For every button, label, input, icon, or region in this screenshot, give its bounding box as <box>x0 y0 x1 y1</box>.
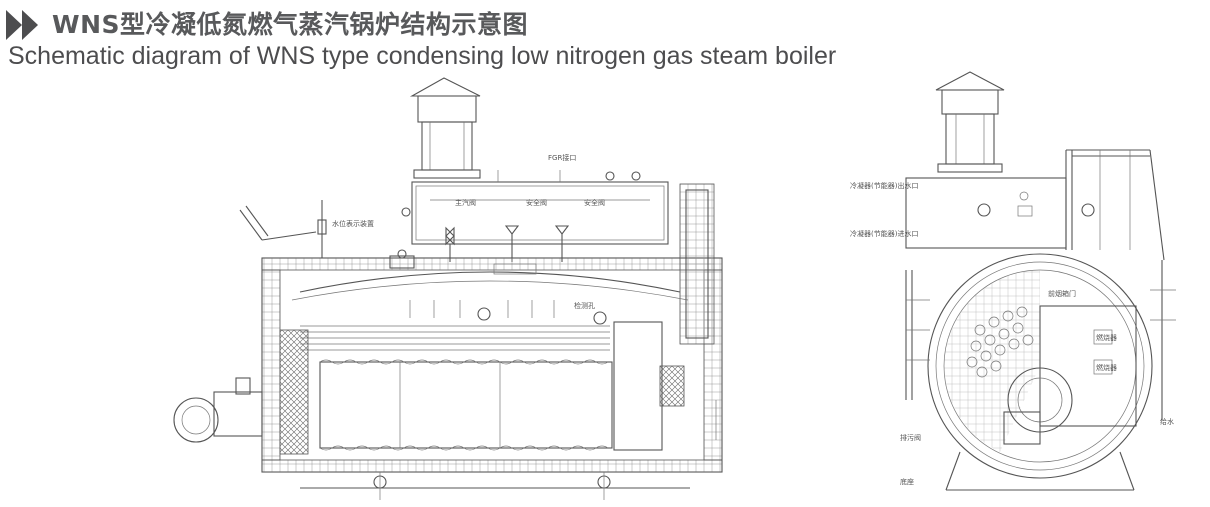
label-base: 底座 <box>900 477 914 486</box>
front-view: 冷凝器(节能器)出水口 冷凝器(节能器)进水口 前烟箱门 燃烧器 燃烧器 <box>850 71 1176 491</box>
label-feed: 给水 <box>1160 417 1174 426</box>
label-safety-valve-1: 安全阀 <box>526 198 547 207</box>
label-water-in: 冷凝器(节能器)进水口 <box>850 229 918 238</box>
water-level-gauge: 水位表示装置 <box>239 200 374 258</box>
rear-flue <box>679 183 715 345</box>
label-level-gauge: 水位表示装置 <box>332 219 374 228</box>
boiler-casing <box>261 257 723 473</box>
double-chevron-icon <box>6 10 38 40</box>
label-sight-hole: 检测孔 <box>574 301 595 310</box>
title-chinese: WNS型冷凝低氮燃气蒸汽锅炉结构示意图 <box>52 10 529 39</box>
header: WNS型冷凝低氮燃气蒸汽锅炉结构示意图 Schematic diagram of… <box>6 8 906 72</box>
furnace <box>319 359 613 451</box>
chimney <box>409 77 481 179</box>
tube-plate <box>966 306 1034 378</box>
condenser-box <box>401 170 669 245</box>
title-english: Schematic diagram of WNS type condensing… <box>8 42 837 70</box>
label-burner-1: 燃烧器 <box>1096 333 1117 342</box>
front-shell <box>927 253 1153 479</box>
valves <box>445 225 570 262</box>
label-fgr: FGR接口 <box>548 153 576 162</box>
smoke-tubes: 检测孔 <box>300 300 610 351</box>
smoke-box-door <box>1039 305 1137 427</box>
label-smoke-box: 前烟箱门 <box>1048 289 1076 298</box>
label-water-out: 冷凝器(节能器)出水口 <box>850 181 918 190</box>
label-drain: 排污阀 <box>900 433 921 442</box>
shell-top <box>299 271 681 293</box>
side-view: FGR接口 主汽阀 安全阀 安全阀 水位表示装置 <box>173 77 723 500</box>
label-safety-valve-2: 安全阀 <box>584 198 605 207</box>
label-burner-2: 燃烧器 <box>1096 363 1117 372</box>
label-main-valve: 主汽阀 <box>455 198 476 207</box>
burner <box>173 377 263 443</box>
